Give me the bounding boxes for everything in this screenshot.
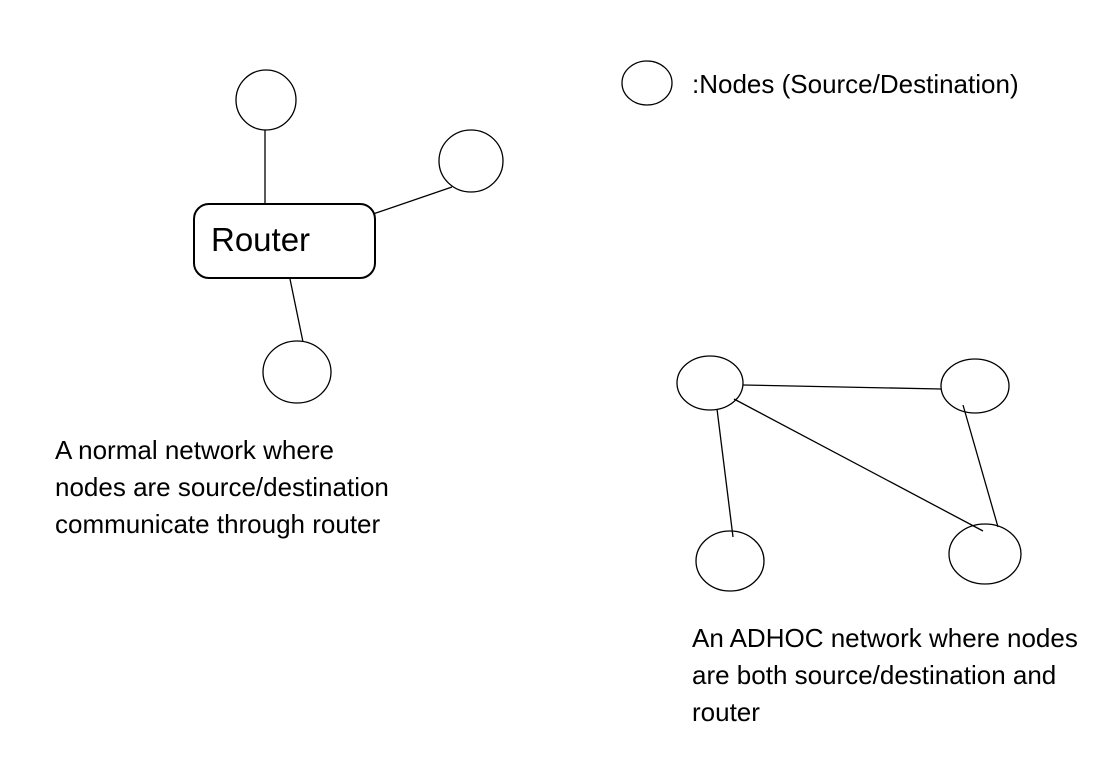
caption-line: nodes are source/destination xyxy=(55,472,389,502)
caption-line: communicate through router xyxy=(55,509,381,539)
normal-link-router-to-bottom-node xyxy=(289,278,304,343)
adhoc-bottom-left-node xyxy=(695,530,765,592)
normal-network-caption: A normal network where nodes are source/… xyxy=(55,432,389,543)
adhoc-link-topright-to-bottomright xyxy=(962,404,999,528)
normal-link-router-to-right-node xyxy=(372,186,453,215)
adhoc-link-topleft-to-bottomright xyxy=(733,398,984,532)
normal-top-node xyxy=(235,69,297,131)
caption-line: are both source/destination and xyxy=(692,660,1057,690)
adhoc-network-caption: An ADHOC network where nodes are both so… xyxy=(692,620,1078,731)
caption-line: A normal network where xyxy=(55,435,334,465)
normal-right-node xyxy=(438,129,504,193)
adhoc-link-topleft-to-topright xyxy=(742,384,942,390)
legend-label: :Nodes (Source/Destination) xyxy=(692,69,1019,99)
normal-bottom-node xyxy=(262,340,332,404)
adhoc-top-right-node xyxy=(940,358,1010,414)
caption-line: An ADHOC network where nodes xyxy=(692,623,1078,653)
caption-line: router xyxy=(692,697,760,727)
adhoc-bottom-right-node xyxy=(948,523,1022,585)
router-label: Router xyxy=(211,220,311,258)
adhoc-link-topleft-to-bottomleft xyxy=(716,408,734,538)
legend-node xyxy=(621,60,673,106)
adhoc-top-left-node xyxy=(676,355,744,411)
router-box: Router xyxy=(193,203,376,279)
